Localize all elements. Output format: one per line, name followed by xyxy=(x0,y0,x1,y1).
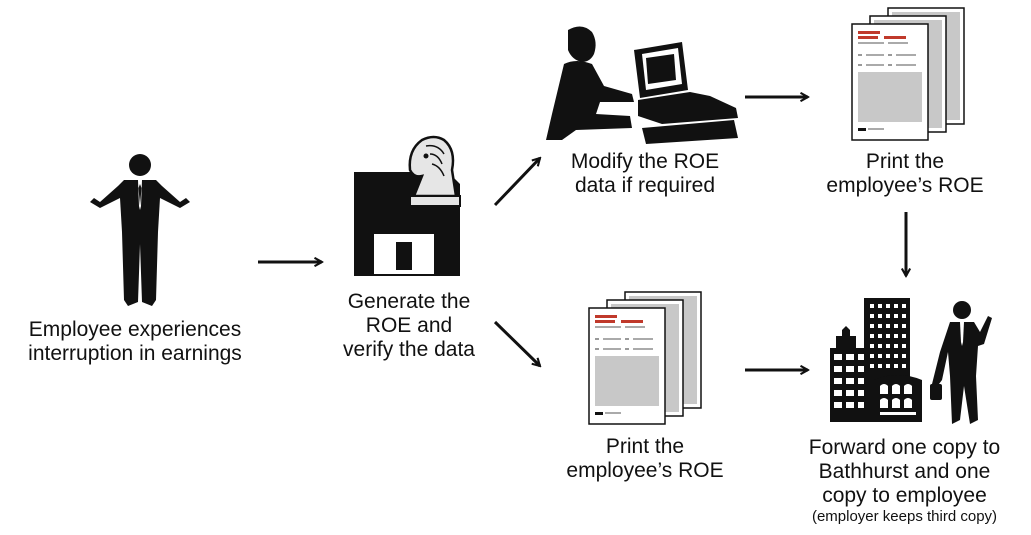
forward-label: Forward one copy to Bathhurst and one co… xyxy=(778,436,1031,526)
print-bottom-node xyxy=(585,290,705,428)
generate-label: Generate the ROE and verify the data xyxy=(343,290,475,361)
person-at-computer-icon xyxy=(546,26,738,144)
employee-node xyxy=(80,150,200,310)
employee-label: Employee experiences interruption in ear… xyxy=(28,318,242,365)
forward-note: (employer keeps third copy) xyxy=(811,508,998,525)
print-top-node xyxy=(848,6,968,144)
print-top-label: Print the employee’s ROE xyxy=(826,150,984,197)
modify-node xyxy=(542,24,742,144)
forward-node xyxy=(828,296,996,426)
person-shrugging-icon xyxy=(90,154,190,306)
office-buildings-with-businessman-icon xyxy=(830,298,992,424)
print-bottom-label: Print the employee’s ROE xyxy=(566,435,724,482)
document-stack-icon xyxy=(851,7,965,141)
generate-node xyxy=(352,130,462,278)
floppy-disk-with-knight-icon xyxy=(354,135,461,276)
document-stack-icon xyxy=(588,291,702,425)
modify-label: Modify the ROE data if required xyxy=(570,150,720,197)
